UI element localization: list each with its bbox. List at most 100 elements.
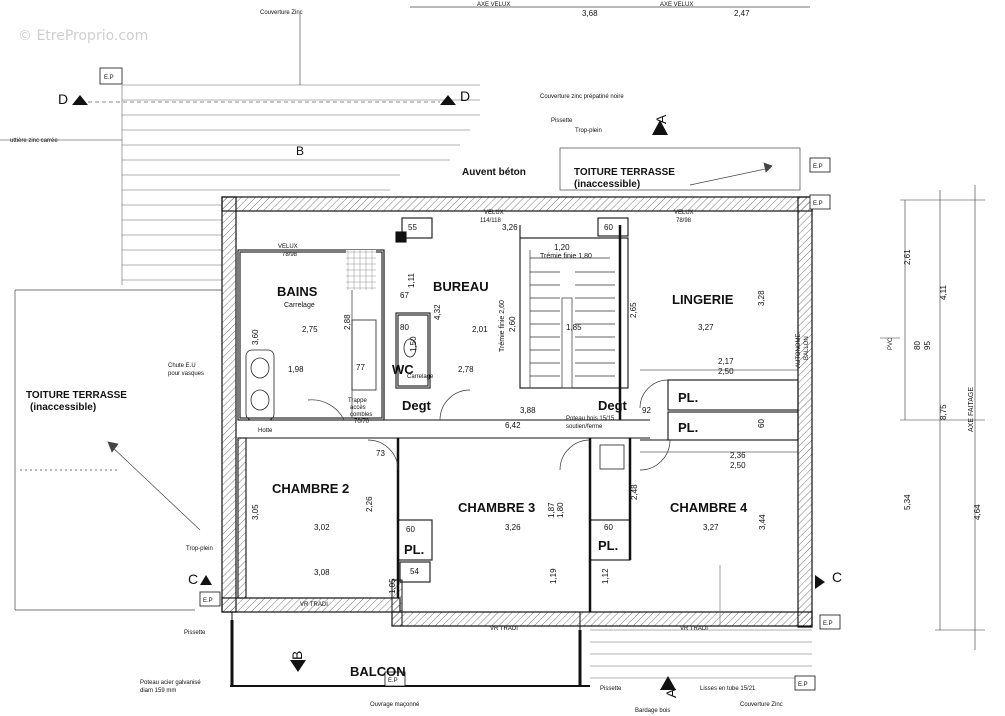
dim-305: 3,05 — [251, 504, 260, 520]
balcony — [230, 611, 590, 687]
note-trop-plein-top: Trop-plein — [575, 128, 602, 134]
bathroom-fixtures — [245, 319, 625, 470]
dim-201: 2,01 — [472, 325, 488, 334]
velux-1-label: VELUX — [278, 244, 298, 250]
dim-right-261: 2,61 — [903, 249, 912, 265]
note-pissette-left: Pissette — [184, 630, 206, 636]
note-trappe-sub3: 70/70 — [354, 419, 370, 425]
note-bardage-bois: Bardage bois — [635, 708, 670, 714]
dim-327-chambre4: 3,27 — [703, 523, 719, 532]
auvent-label: Auvent béton — [462, 167, 526, 178]
closet-pl-3: PL. — [404, 542, 424, 557]
dim-60-c: 60 — [604, 523, 613, 532]
terrace-left-lines — [14, 289, 222, 611]
dim-60-b: 60 — [406, 525, 415, 534]
section-label-d-left: D — [58, 91, 68, 107]
note-trop-plein-left: Trop-plein — [186, 546, 213, 552]
right-dimension-lines — [880, 185, 985, 650]
note-trappe: Trappe — [348, 398, 367, 404]
room-bains-finish: Carrelage — [284, 302, 315, 309]
dim-55: 55 — [408, 223, 417, 232]
dim-right-95: 95 — [923, 341, 932, 350]
room-chambre-3: CHAMBRE 3 — [458, 500, 535, 515]
note-tremie-1: Trémie finie 2,60 — [499, 300, 506, 352]
dim-360: 3,60 — [251, 329, 260, 345]
dim-top-368: 3,68 — [582, 9, 598, 18]
note-couverture-nervee: Couverture zinc prépatiné noire — [540, 94, 624, 100]
velux-2-label: VELUX — [484, 210, 504, 216]
dim-top-247: 2,47 — [734, 9, 750, 18]
dim-432: 4,32 — [433, 304, 442, 320]
dim-150: 1,50 — [409, 336, 418, 352]
vr-tradi-1: VR TRADI — [300, 602, 328, 608]
ep-box-label-1: E.P — [104, 75, 114, 81]
watermark: © EtreProprio.com — [18, 28, 148, 44]
dim-right-80: 80 — [913, 341, 922, 350]
note-ballon: BALLON — [804, 336, 810, 360]
shower-tiles — [346, 250, 376, 290]
dim-119: 1,19 — [549, 568, 558, 584]
note-pvc: PVC — [888, 337, 894, 350]
dim-265: 2,65 — [629, 302, 638, 318]
note-poteau-acier-sub: diam 159 mm — [140, 688, 176, 694]
room-bains: BAINS — [277, 284, 318, 299]
dim-278: 2,78 — [458, 365, 474, 374]
note-axe-velux-1: AXE VELUX — [477, 2, 510, 8]
dim-right-875: 8,75 — [939, 404, 948, 420]
note-axe-faitage: AXE FAITAGE — [968, 387, 975, 432]
ep-box-label-5: E.P — [823, 621, 833, 627]
door-swings — [307, 379, 671, 471]
room-balcon: BALCON — [350, 664, 406, 679]
dim-288: 2,88 — [343, 314, 352, 330]
dim-260: 2,60 — [508, 316, 517, 332]
closet-pl-1: PL. — [678, 390, 698, 405]
room-chambre-2: CHAMBRE 2 — [272, 481, 349, 496]
section-label-d-right: D — [460, 88, 470, 104]
terrace-right-label: TOITURE TERRASSE — [574, 167, 675, 178]
note-tremie-2: Trémie finie 1,80 — [540, 253, 592, 260]
dim-198: 1,98 — [288, 365, 304, 374]
dim-302: 3,02 — [314, 523, 330, 532]
dim-92: 92 — [642, 406, 651, 415]
dim-right-464: 4,64 — [973, 504, 982, 520]
room-degt-2: Degt — [598, 398, 628, 413]
vr-tradi-2: VR TRADI — [490, 626, 518, 632]
zinc-roof-left — [0, 14, 480, 285]
dim-344: 3,44 — [758, 514, 767, 530]
note-trappe-sub2: combles — [350, 412, 372, 418]
dim-217: 2,17 — [718, 357, 734, 366]
dim-80: 80 — [400, 323, 409, 332]
dim-60-d: 60 — [757, 419, 766, 428]
dim-236: 2,36 — [730, 451, 746, 460]
closet-pl-2: PL. — [678, 420, 698, 435]
room-lingerie: LINGERIE — [672, 292, 734, 307]
note-trappe-sub1: accès — [350, 405, 366, 411]
note-pissette-top: Pissette — [551, 118, 573, 124]
room-degt-1: Degt — [402, 398, 432, 413]
velux-3-label: VELUX — [674, 210, 694, 216]
dim-248: 2,48 — [630, 484, 639, 500]
velux-1-size: 78/98 — [282, 252, 298, 258]
section-label-b-bottom: B — [289, 651, 305, 660]
ep-box-label-4: E.P — [203, 598, 213, 604]
dim-67: 67 — [400, 291, 409, 300]
dim-54: 54 — [410, 567, 419, 576]
note-couverture-zinc-top: Couverture Zinc — [260, 10, 303, 16]
note-hotte: Hotte — [258, 428, 273, 434]
note-ouvrage-maconne: Ouvrage maçonné — [370, 702, 420, 708]
dim-60-a: 60 — [604, 223, 613, 232]
note-chute-eu-sub: pour vasques — [168, 371, 204, 377]
dim-187: 1,87 — [547, 502, 556, 518]
dim-right-411: 4,11 — [939, 284, 948, 300]
dim-112: 1,12 — [601, 568, 610, 584]
room-bureau: BUREAU — [433, 279, 489, 294]
note-couverture-zinc-bottom: Couverture Zinc — [740, 702, 783, 708]
note-axe-velux-2: AXE VELUX — [660, 2, 693, 8]
dim-328: 3,28 — [757, 290, 766, 306]
dim-111: 1,11 — [407, 272, 416, 288]
dim-642: 6,42 — [505, 421, 521, 430]
ep-box-label-7: E.P — [798, 682, 808, 688]
dim-right-534: 5,34 — [903, 494, 912, 510]
dim-388: 3,88 — [520, 406, 536, 415]
dim-250-b: 2,50 — [730, 461, 746, 470]
